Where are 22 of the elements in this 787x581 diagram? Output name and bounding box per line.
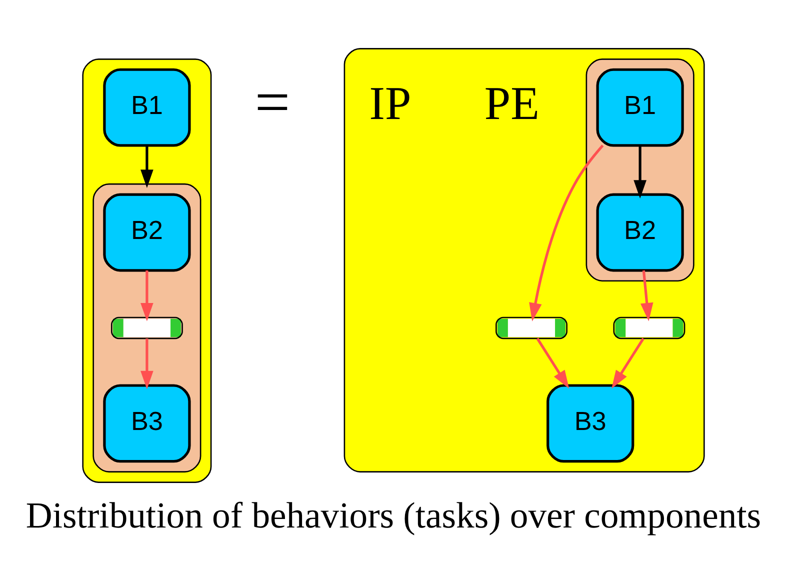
node-box: B3 [546,384,634,462]
arrow [140,145,154,188]
caption: Distribution of behaviors (tasks) over components [26,494,762,535]
label: PE [484,78,540,130]
arrow [640,270,654,321]
arrow [612,337,644,388]
arrow [536,337,570,388]
node-box: B1 [596,68,684,146]
label: IP [369,78,412,130]
label: = [254,66,290,137]
arrow [140,338,154,389]
node-box: B2 [596,192,684,272]
cluster [586,58,694,282]
node-box: B2 [103,192,191,272]
cluster [92,182,202,472]
node-box: B3 [103,384,191,462]
arrow [634,145,646,198]
cluster [344,48,705,472]
arrow [140,270,154,321]
cluster [82,58,212,482]
node-box: B1 [103,68,191,146]
arrow [529,144,604,321]
